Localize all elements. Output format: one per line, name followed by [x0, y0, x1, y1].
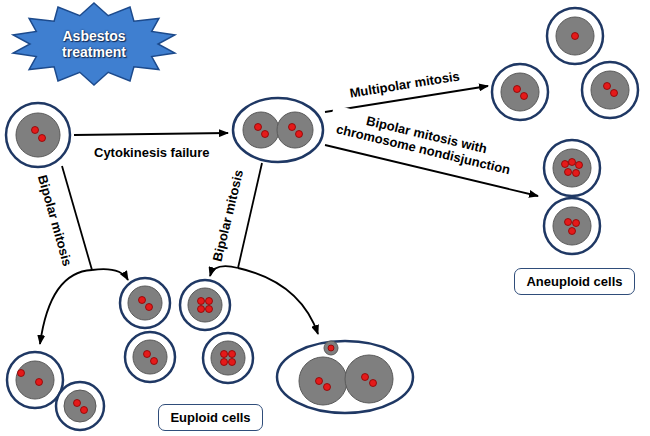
star-outline — [13, 3, 175, 85]
treatment-label: Asbestos treatment — [46, 28, 142, 60]
arrow-label: Bipolar mitosis with chromosome nondisju… — [327, 105, 523, 179]
arrows — [40, 86, 538, 344]
arrow-label: Cytokinesis failure — [92, 145, 212, 160]
arrow-label: Bipolar mitosis — [209, 166, 246, 265]
treatment-star: Asbestos treatment — [10, 2, 178, 86]
group-box: Aneuploid cells — [514, 268, 635, 295]
arrow-label: Bipolar mitosis — [34, 171, 75, 269]
group-label: Euploid cells — [170, 410, 250, 425]
group-label: Aneuploid cells — [526, 274, 622, 289]
arrow-label: Multipolar mitosis — [347, 68, 463, 101]
group-box: Euploid cells — [158, 404, 263, 431]
